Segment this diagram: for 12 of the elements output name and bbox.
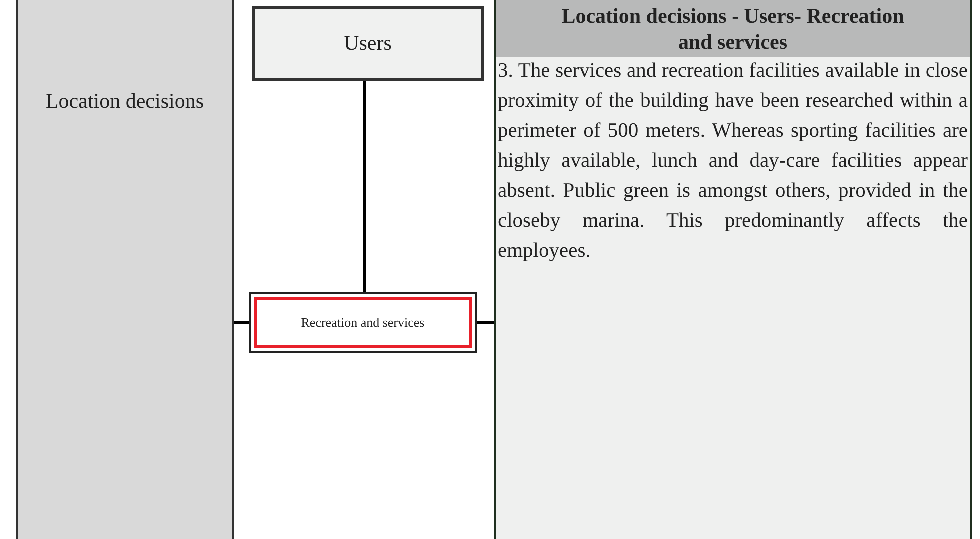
connector-line [234,321,249,324]
node-label: Location decisions [44,88,206,115]
node-label: Users [344,31,392,56]
process-box [252,6,484,81]
category-box [16,0,234,539]
description-text: 3. The services and recreation facilities available in close proximity of the building have been researched within a perimeter of 500 meters. Whereas sporting facilities are highly available, lunch and day-care facilities appear absent. Public green is amongst others, provided in the closeby marina. This predominantly affects the employees. [497,59,969,264]
connector-line [477,321,494,324]
description-panel [494,0,972,539]
panel-heading: Location decisions - Users- Recreation and services [496,0,970,58]
node-label: Recreation and services [301,314,425,330]
connector-line [363,81,366,292]
process-box [249,292,477,353]
